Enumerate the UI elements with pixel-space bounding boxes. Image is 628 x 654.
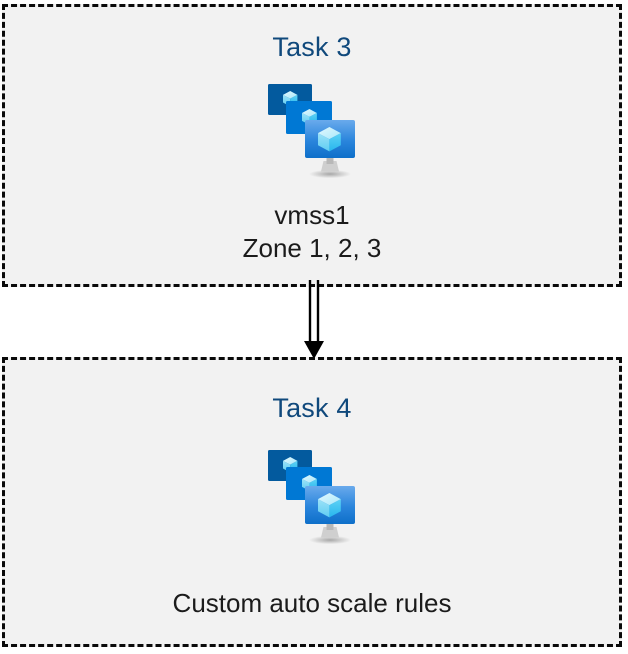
task-caption-task3: vmss1 Zone 1, 2, 3 <box>242 200 382 264</box>
task-title-task3: Task 3 <box>272 32 352 62</box>
monitor-front <box>305 486 355 545</box>
task-box-task3[interactable]: Task 3 <box>2 4 622 287</box>
task-title-task4: Task 4 <box>272 393 352 423</box>
double-line-down-arrow <box>295 280 333 362</box>
task-caption-task4: Custom auto scale rules <box>172 588 452 618</box>
monitor-front <box>305 120 355 179</box>
azure-virtual-machine-scale-set-icon <box>260 79 364 179</box>
task-box-task4[interactable]: Task 4 <box>2 357 622 647</box>
azure-virtual-machine-scale-set-icon <box>260 445 364 545</box>
